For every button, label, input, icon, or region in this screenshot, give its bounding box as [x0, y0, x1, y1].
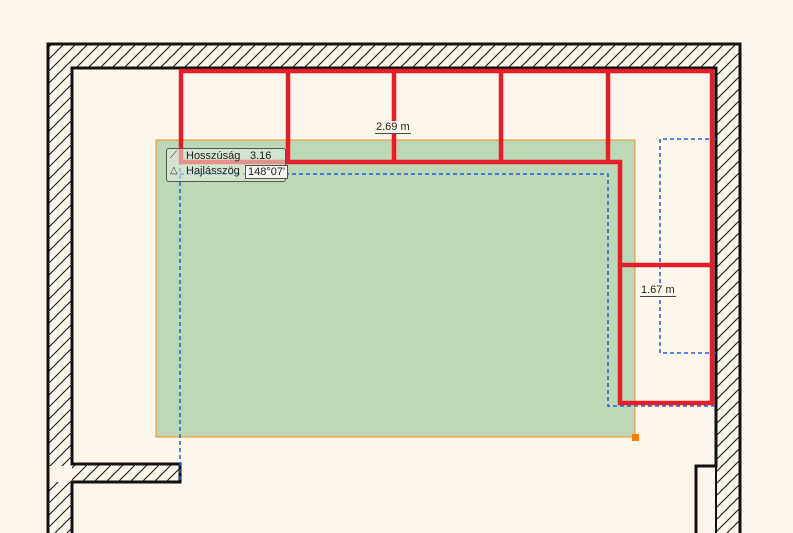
measurement-tooltip: ⟋ Hosszúság 3.16 m △ Hajlásszög 148°07' [166, 148, 289, 182]
guide-outline-inner [180, 173, 716, 407]
length-icon: ⟋ [170, 150, 177, 161]
dimension-top-width[interactable]: 2.69 m [375, 121, 411, 134]
tooltip-length-row: ⟋ Hosszúság 3.16 m [167, 150, 283, 174]
wall-right-lower[interactable] [716, 466, 740, 533]
tooltip-length-label: Hosszúság [186, 150, 241, 162]
dimension-right-depth[interactable]: 1.67 m [640, 284, 676, 297]
floor-area[interactable] [155, 139, 636, 438]
tooltip-angle-row: △ Hajlásszög 148°07' [167, 165, 289, 179]
walls[interactable] [46, 42, 742, 533]
tooltip-angle-label: Hajlásszög [186, 165, 240, 177]
wall-left-notch[interactable] [72, 464, 180, 482]
tooltip-angle-value[interactable]: 148°07' [245, 165, 289, 179]
resize-grip-icon[interactable] [632, 434, 639, 441]
wall-right[interactable] [716, 68, 740, 466]
guide-lines [179, 70, 716, 482]
wall-top[interactable] [48, 44, 740, 68]
wall-left-lower[interactable] [48, 482, 72, 533]
guide-outline-right [659, 138, 716, 354]
angle-icon: △ [170, 165, 178, 176]
wall-left-upper[interactable] [48, 68, 72, 466]
